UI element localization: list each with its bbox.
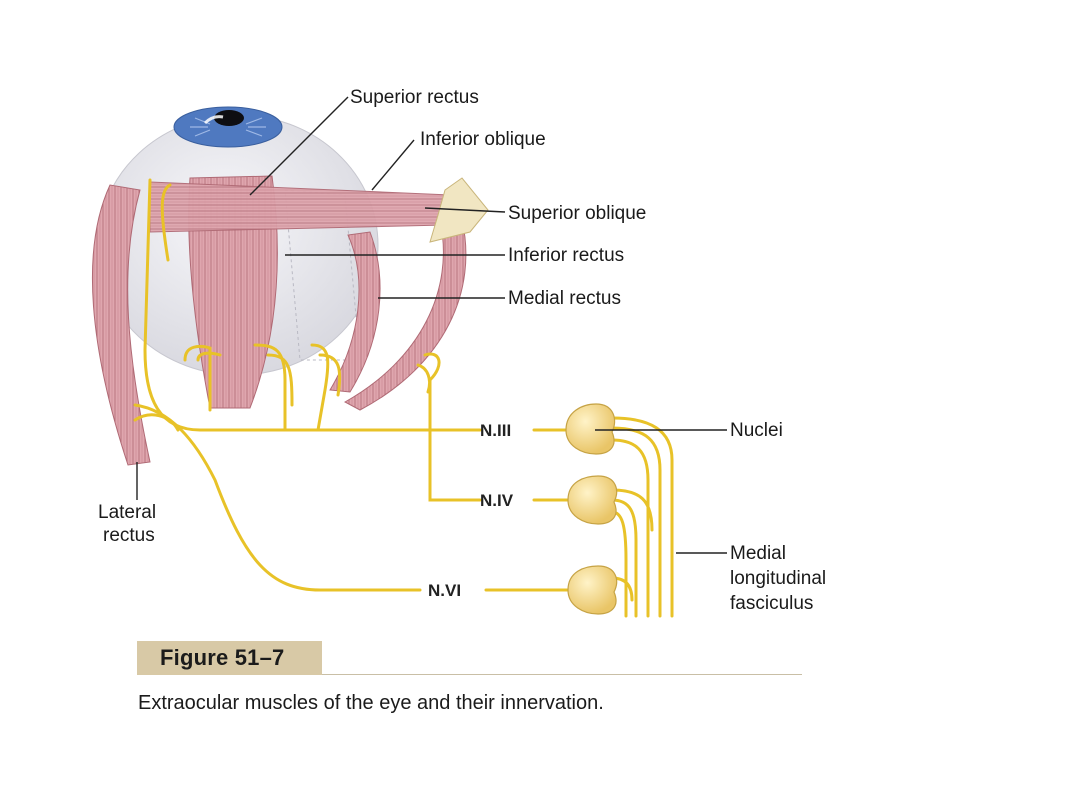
nuclei-group [565,403,618,615]
lateral-rectus-muscle [91,184,151,466]
medial-rectus-muscle [329,231,381,393]
nucleus-3 [565,403,616,455]
inferior-rectus-muscle [284,189,361,361]
label-superior-rectus: Superior rectus [350,87,479,108]
leader-lines [136,96,727,554]
label-superior-oblique: Superior oblique [508,203,646,224]
label-mlf-line1: Medial [730,543,786,564]
label-mlf-line2: longitudinal [730,568,826,589]
label-inferior-rectus: Inferior rectus [508,245,624,266]
label-n3: N.III [480,421,511,440]
label-mlf-line3: fasciculus [730,593,813,614]
nerve-fibers [133,178,674,618]
figure-title-bar [137,641,322,675]
figure-caption: Extraocular muscles of the eye and their… [138,692,604,714]
label-nuclei: Nuclei [730,420,783,441]
label-medial-rectus: Medial rectus [508,288,621,309]
label-n4: N.IV [480,491,514,510]
iris-icon [173,106,283,148]
superior-oblique-muscle [343,219,467,411]
label-n6: N.VI [428,581,461,600]
inferior-oblique-muscle [149,181,451,233]
pupil-icon [214,110,244,126]
label-lateral-rectus-line1: Lateral [98,502,156,523]
figure-title: Figure 51–7 [160,645,285,670]
nucleus-6 [567,565,618,615]
figure-title-rule [322,674,802,675]
label-inferior-oblique: Inferior oblique [420,129,546,150]
label-lateral-rectus-line2: rectus [103,525,155,546]
nucleus-4 [567,475,618,525]
